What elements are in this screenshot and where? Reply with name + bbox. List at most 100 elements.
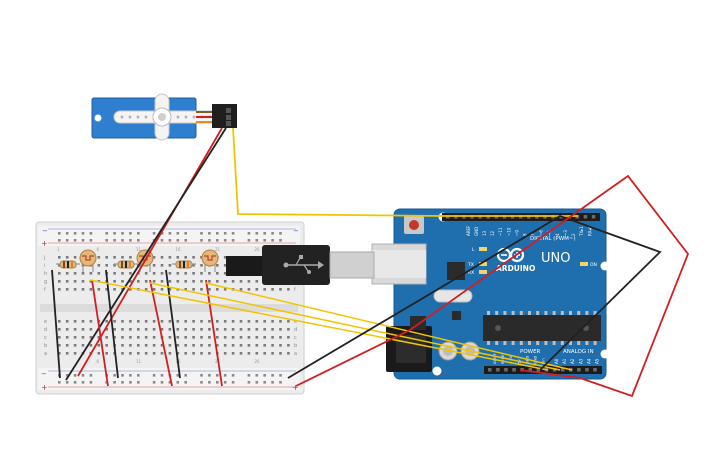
header-pin[interactable]: [552, 368, 557, 372]
breadboard-hole[interactable]: [137, 328, 140, 331]
breadboard-hole[interactable]: [129, 288, 132, 291]
rail-hole[interactable]: [160, 374, 164, 377]
breadboard-hole[interactable]: [231, 336, 235, 339]
rail-hole[interactable]: [184, 374, 187, 377]
breadboard-hole[interactable]: [184, 344, 187, 347]
breadboard-hole[interactable]: [239, 336, 243, 339]
breadboard-hole[interactable]: [105, 264, 108, 267]
rail-hole[interactable]: [223, 239, 227, 242]
rail-hole[interactable]: [184, 239, 187, 242]
photoresistor-3[interactable]: [201, 249, 219, 272]
wire-power-long[interactable]: [295, 174, 690, 398]
breadboard-hole[interactable]: [176, 344, 180, 347]
breadboard-hole[interactable]: [168, 352, 172, 355]
breadboard-hole[interactable]: [200, 288, 203, 291]
breadboard-hole[interactable]: [65, 280, 69, 283]
breadboard-hole[interactable]: [200, 280, 203, 283]
breadboard-hole[interactable]: [223, 344, 227, 347]
breadboard-hole[interactable]: [255, 344, 259, 347]
breadboard-hole[interactable]: [152, 264, 156, 267]
breadboard-hole[interactable]: [279, 352, 282, 355]
rail-hole[interactable]: [271, 374, 274, 377]
breadboard-hole[interactable]: [208, 288, 211, 291]
breadboard-hole[interactable]: [137, 352, 140, 355]
jumper-black[interactable]: [105, 269, 119, 379]
breadboard-hole[interactable]: [97, 272, 101, 275]
rail-hole[interactable]: [216, 381, 219, 384]
resistor-1[interactable]: [56, 260, 80, 269]
breadboard-hole[interactable]: [89, 336, 93, 339]
breadboard-hole[interactable]: [144, 272, 148, 275]
header-pin[interactable]: [512, 368, 516, 372]
breadboard-hole[interactable]: [73, 320, 77, 323]
header-pin[interactable]: [585, 368, 589, 372]
breadboard-hole[interactable]: [129, 256, 132, 259]
rail-hole[interactable]: [58, 239, 61, 242]
breadboard-hole[interactable]: [263, 352, 266, 355]
breadboard-hole[interactable]: [113, 272, 116, 275]
breadboard-hole[interactable]: [208, 352, 211, 355]
rail-hole[interactable]: [208, 239, 211, 242]
breadboard-hole[interactable]: [160, 256, 164, 259]
breadboard-hole[interactable]: [200, 344, 203, 347]
breadboard-hole[interactable]: [247, 352, 251, 355]
rail-hole[interactable]: [65, 381, 69, 384]
breadboard-hole[interactable]: [105, 336, 108, 339]
breadboard-hole[interactable]: [168, 288, 172, 291]
rail-hole[interactable]: [113, 374, 116, 377]
breadboard-hole[interactable]: [144, 352, 148, 355]
rail-hole[interactable]: [255, 381, 259, 384]
rail-hole[interactable]: [121, 381, 124, 384]
breadboard-hole[interactable]: [168, 344, 172, 347]
breadboard-hole[interactable]: [279, 320, 282, 323]
breadboard-hole[interactable]: [65, 328, 69, 331]
breadboard-hole[interactable]: [89, 320, 93, 323]
rail-hole[interactable]: [223, 381, 227, 384]
rail-hole[interactable]: [247, 381, 251, 384]
breadboard-hole[interactable]: [176, 320, 180, 323]
breadboard-hole[interactable]: [184, 280, 187, 283]
breadboard-hole[interactable]: [73, 256, 77, 259]
breadboard-hole[interactable]: [271, 320, 274, 323]
rail-hole[interactable]: [105, 239, 108, 242]
breadboard-hole[interactable]: [239, 280, 243, 283]
rail-hole[interactable]: [231, 232, 235, 235]
breadboard-hole[interactable]: [97, 352, 101, 355]
breadboard-hole[interactable]: [152, 280, 156, 283]
breadboard-hole[interactable]: [208, 344, 211, 347]
breadboard-hole[interactable]: [255, 328, 259, 331]
rail-hole[interactable]: [255, 374, 259, 377]
breadboard-hole[interactable]: [216, 288, 219, 291]
jumper-black[interactable]: [165, 269, 181, 379]
breadboard-hole[interactable]: [121, 320, 124, 323]
breadboard-hole[interactable]: [184, 328, 187, 331]
breadboard-hole[interactable]: [216, 320, 219, 323]
breadboard-hole[interactable]: [152, 272, 156, 275]
breadboard-hole[interactable]: [239, 320, 243, 323]
breadboard-hole[interactable]: [223, 280, 227, 283]
breadboard-hole[interactable]: [223, 272, 227, 275]
rail-hole[interactable]: [263, 232, 266, 235]
breadboard-hole[interactable]: [160, 352, 164, 355]
header-pin[interactable]: [591, 215, 596, 219]
breadboard-hole[interactable]: [168, 328, 172, 331]
rail-hole[interactable]: [231, 374, 235, 377]
breadboard-hole[interactable]: [160, 264, 164, 267]
breadboard-hole[interactable]: [279, 336, 282, 339]
breadboard-hole[interactable]: [113, 328, 116, 331]
breadboard-hole[interactable]: [271, 336, 274, 339]
breadboard-hole[interactable]: [208, 328, 211, 331]
breadboard-hole[interactable]: [287, 328, 290, 331]
rail-hole[interactable]: [184, 232, 187, 235]
breadboard-hole[interactable]: [176, 272, 180, 275]
breadboard-hole[interactable]: [58, 328, 61, 331]
rail-hole[interactable]: [200, 232, 203, 235]
rail-hole[interactable]: [73, 374, 77, 377]
rail-hole[interactable]: [58, 232, 61, 235]
rail-hole[interactable]: [152, 374, 156, 377]
jumper-red[interactable]: [205, 279, 223, 387]
breadboard-hole[interactable]: [223, 320, 227, 323]
breadboard-hole[interactable]: [58, 352, 61, 355]
header-pin[interactable]: [496, 368, 500, 372]
breadboard-hole[interactable]: [192, 352, 195, 355]
